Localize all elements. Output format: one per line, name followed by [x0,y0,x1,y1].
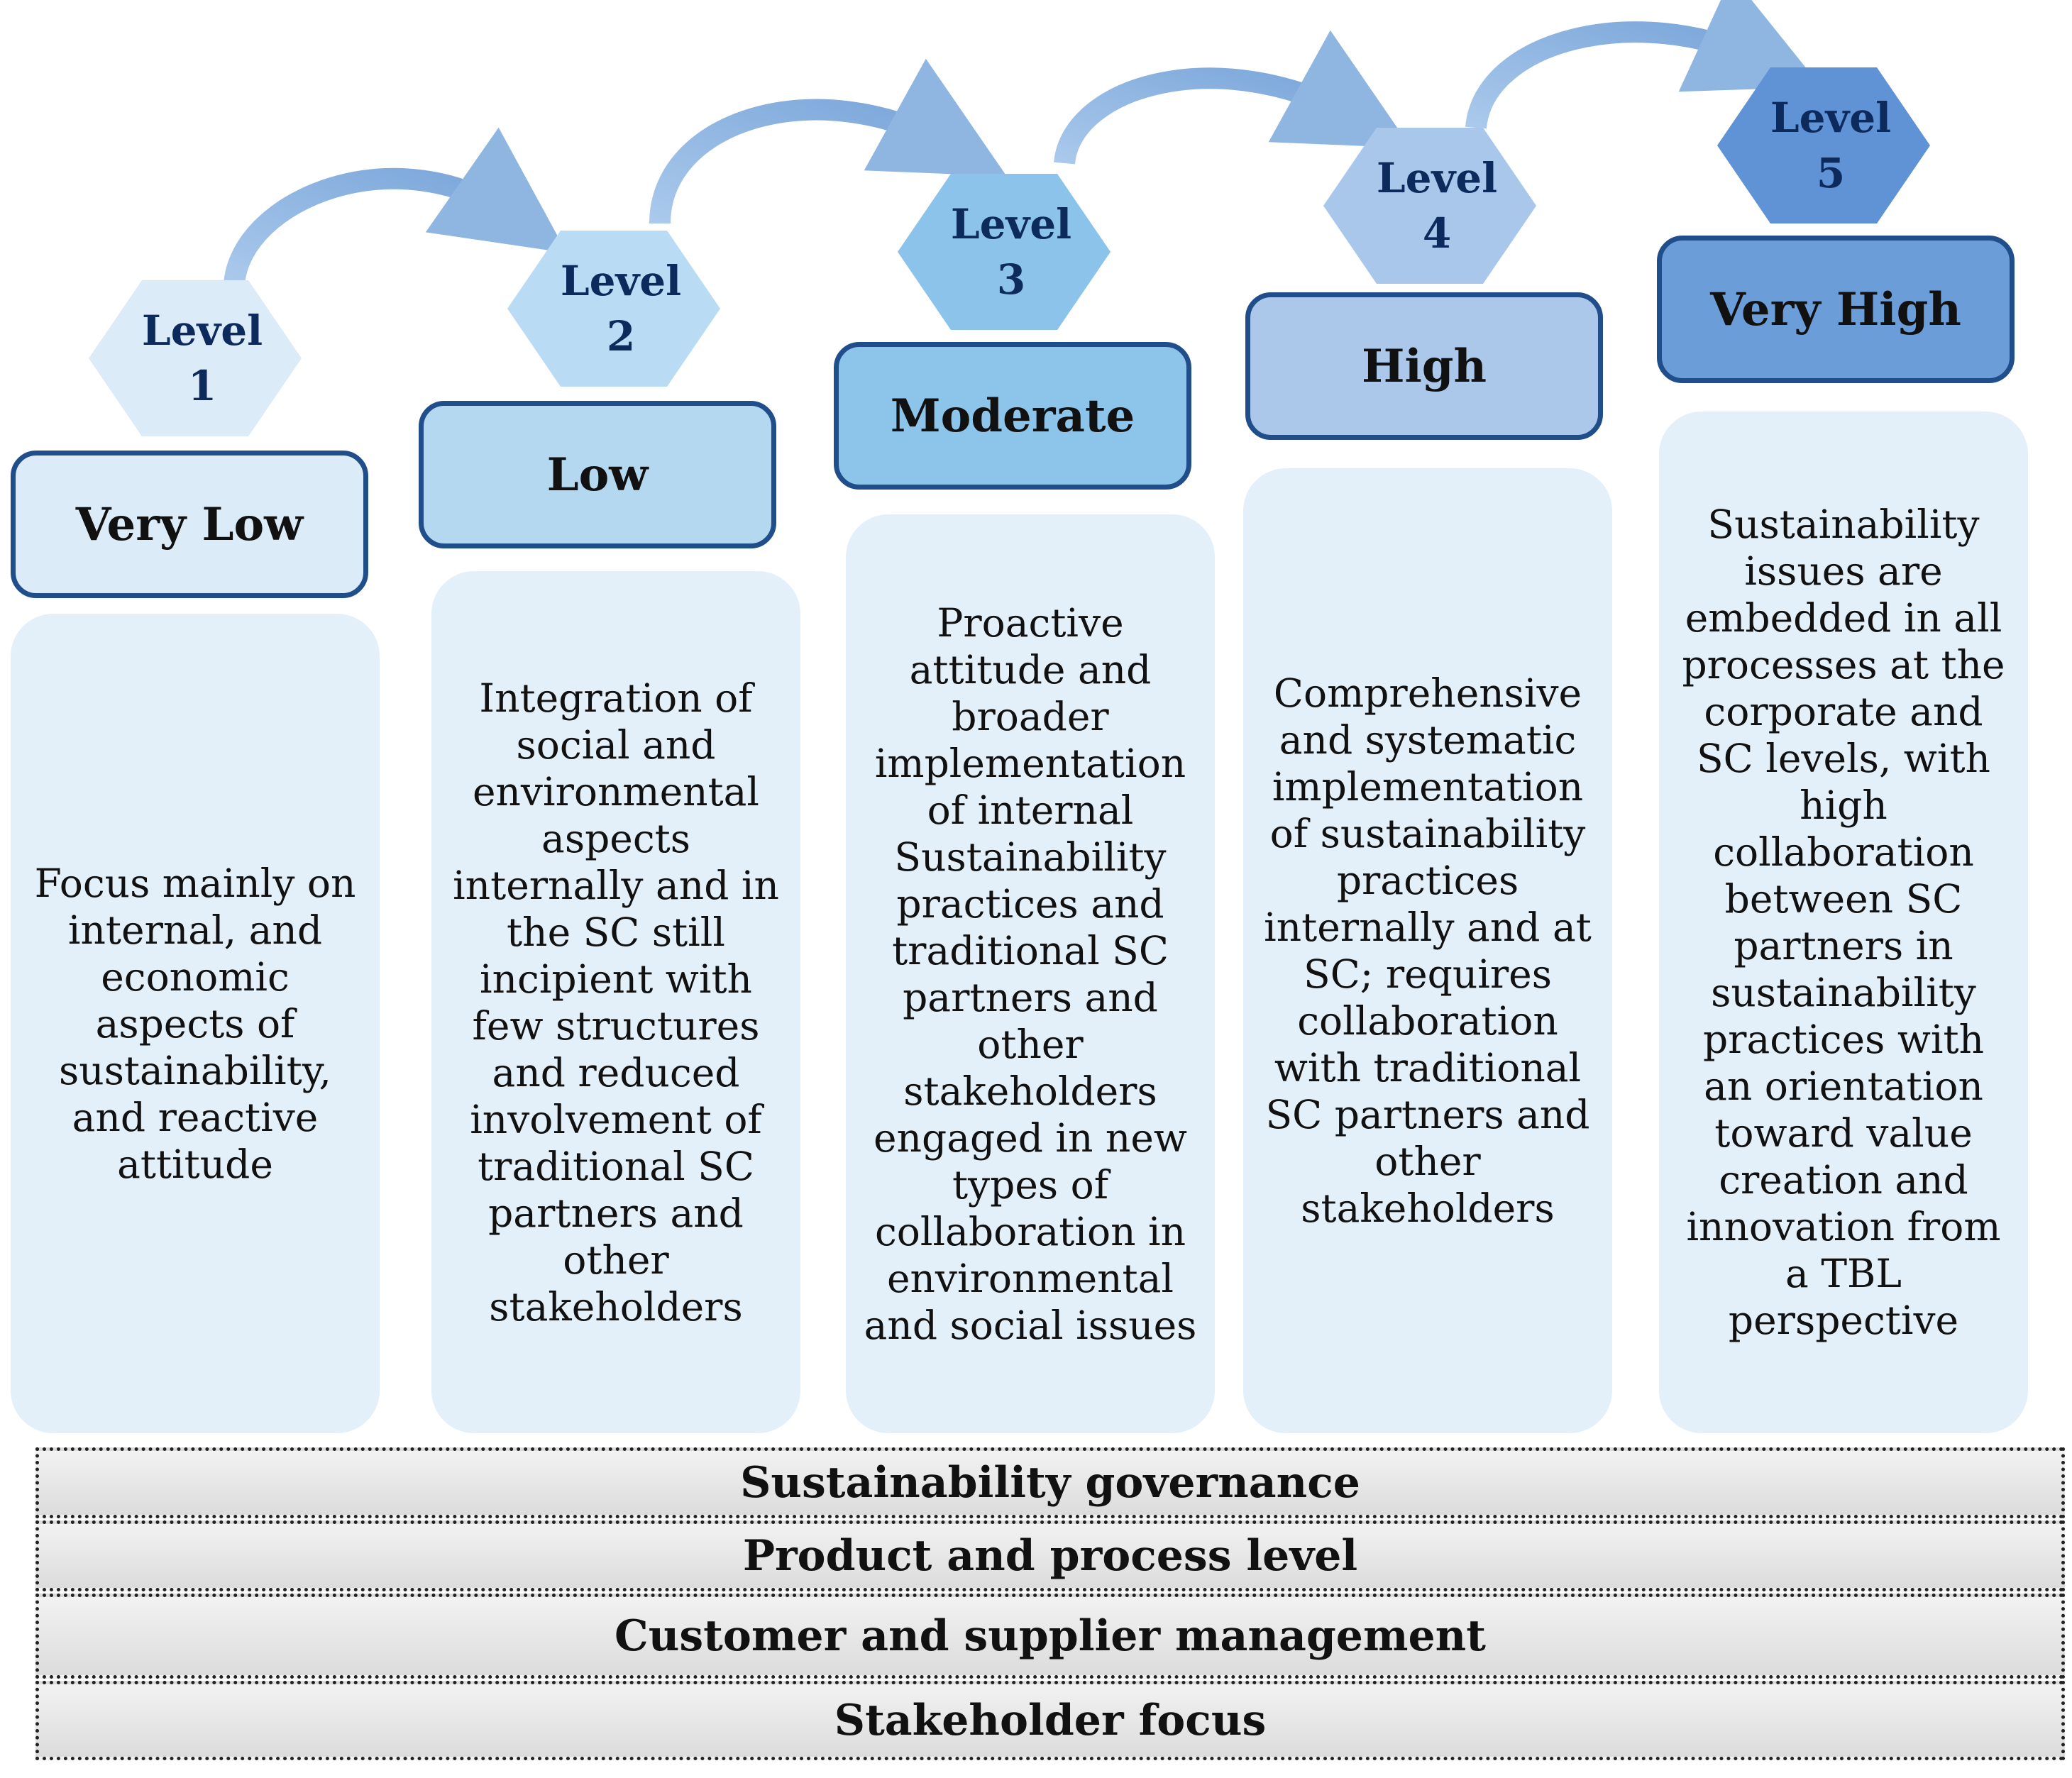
level-1-title: Very Low [11,451,368,598]
arrow-1-to-2 [224,127,567,285]
level-4-description: Comprehensive and systematic implementat… [1243,468,1612,1433]
level-5-label: Level 5 [1770,94,1892,197]
level-1-description: Focus mainly on internal, and economic a… [11,614,380,1433]
band-stakeholder-focus: Stakeholder focus [35,1681,2065,1760]
level-3-label: Level 3 [950,200,1072,304]
level-1-label: Level 1 [141,307,263,410]
level-2-description: Integration of social and environmental … [431,571,800,1433]
level-2-title: Low [419,401,776,548]
arrow-4-to-5 [1465,0,1822,129]
level-3-description: Proactive attitude and broader implement… [846,514,1215,1433]
band-customer-supplier-management: Customer and supplier management [35,1594,2065,1679]
level-5-title: Very High [1657,236,2015,383]
level-4-title: High [1245,292,1603,440]
arrow-3-to-4 [1054,30,1411,165]
level-2-label: Level 2 [560,257,682,360]
level-5-description: Sustainability issues are embedded in al… [1659,412,2028,1433]
level-4-label: Level 4 [1376,154,1498,258]
level-3-title: Moderate [834,342,1191,490]
band-product-process-level: Product and process level [35,1520,2065,1591]
band-sustainability-governance: Sustainability governance [35,1447,2065,1518]
arrow-2-to-3 [649,58,1007,224]
